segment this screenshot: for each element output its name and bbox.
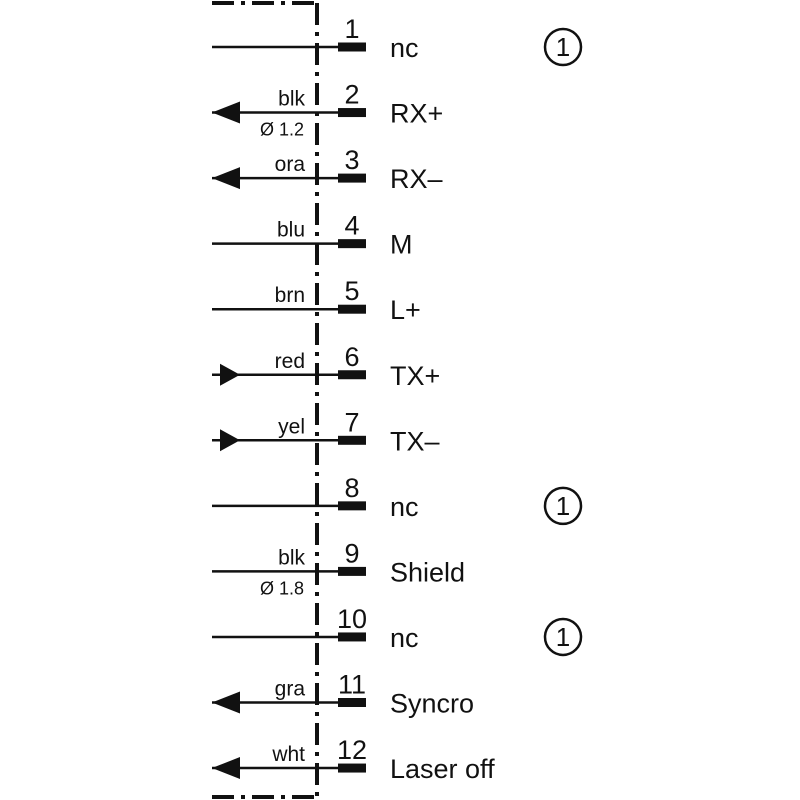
signal-label: RX+ (390, 99, 443, 129)
wire-color-label: wht (271, 743, 305, 766)
pin-contact (338, 566, 366, 576)
pin-row-3: 3RX– ora (212, 145, 443, 194)
wire-color-label: ora (275, 153, 306, 176)
pin-number: 7 (344, 407, 359, 437)
wire-color-label: red (275, 350, 305, 373)
arrow-left-icon (212, 757, 240, 780)
pin-contact (338, 501, 366, 511)
wire-color-label: gra (275, 678, 306, 701)
pin-number: 8 (344, 473, 359, 503)
arrow-right-icon (220, 363, 240, 386)
wire-color-label: brn (275, 284, 305, 307)
pin-number: 2 (344, 80, 359, 110)
circle-icon (543, 27, 583, 67)
pin-number: 12 (337, 735, 367, 765)
signal-label: L+ (390, 295, 421, 325)
signal-label: RX– (390, 164, 443, 194)
wire-diameter-label: Ø 1.8 (260, 578, 304, 598)
pin-number: 1 (344, 14, 359, 44)
footnote-number: 1 (556, 32, 570, 62)
circle-icon (543, 617, 583, 657)
signal-label: TX– (390, 426, 440, 456)
signal-label: nc (390, 492, 419, 522)
pin-row-1: 1 nc 1 (212, 14, 583, 67)
pin-contact (338, 42, 366, 52)
pin-contact (338, 698, 366, 707)
circle-icon (543, 486, 583, 526)
footnote-marker: 1 (543, 486, 583, 526)
wire-color-label: blk (278, 88, 305, 111)
arrow-left-icon (212, 691, 240, 714)
pin-row-2: 2RX+ blk Ø 1.2 (212, 80, 443, 140)
pin-number: 5 (344, 276, 359, 306)
pin-contact (338, 173, 366, 183)
signal-label: Laser off (390, 754, 495, 784)
footnote-number: 1 (556, 491, 570, 521)
arrow-left-icon (212, 167, 240, 190)
wire-color-label: yel (278, 415, 305, 438)
pin-number: 9 (344, 538, 359, 568)
arrow-left-icon (212, 101, 240, 124)
pin-number: 4 (344, 211, 359, 241)
arrow-right-icon (220, 429, 240, 452)
footnote-marker: 1 (543, 617, 583, 657)
signal-label: M (390, 230, 413, 260)
pin-contact (338, 304, 366, 314)
pin-contact (338, 435, 366, 445)
pin-row-6: 6TX+ red (212, 342, 440, 391)
pin-contact (338, 763, 366, 773)
pin-row-10: 10 nc 1 (212, 604, 583, 657)
signal-label: Shield (390, 557, 465, 587)
pin-contact (338, 370, 366, 380)
pin-contact (338, 632, 366, 642)
connector-housing-outline (212, 1, 319, 799)
signal-label: TX+ (390, 361, 440, 391)
footnote-marker: 1 (543, 27, 583, 67)
wire-color-label: blu (277, 219, 305, 242)
footnote-number: 1 (556, 622, 570, 652)
pin-number: 3 (344, 145, 359, 175)
signal-label: nc (390, 33, 419, 63)
pin-row-7: 7TX– yel (212, 407, 440, 456)
signal-label: nc (390, 623, 419, 653)
signal-label: Syncro (390, 689, 474, 719)
pin-contact (338, 239, 366, 249)
pin-number: 11 (338, 670, 366, 700)
pin-number: 10 (337, 604, 367, 634)
pin-number: 6 (344, 342, 359, 372)
pin-row-5: 5L+ brn (212, 276, 421, 325)
wire-color-label: blk (278, 546, 305, 569)
pin-row-8: 8 nc 1 (212, 473, 583, 526)
wire-diameter-label: Ø 1.2 (260, 120, 304, 140)
pin-contact (338, 108, 366, 118)
